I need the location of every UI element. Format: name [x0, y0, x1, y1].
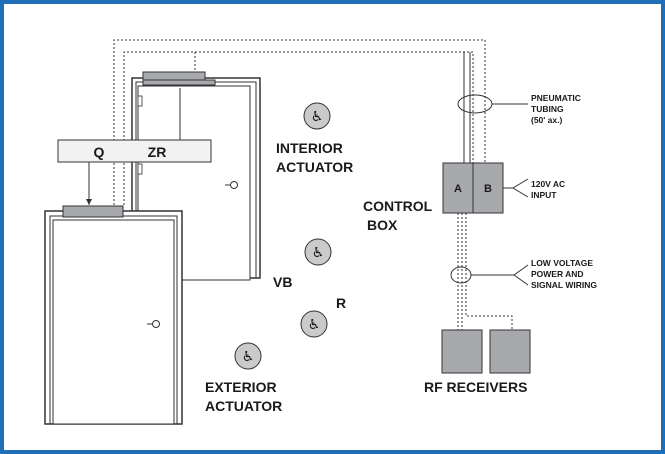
- low-voltage-label: POWER AND: [531, 269, 584, 279]
- interior-actuator-label: ACTUATOR: [276, 159, 353, 175]
- low-voltage-label: LOW VOLTAGE: [531, 258, 593, 268]
- svg-text:♿: ♿: [242, 349, 255, 365]
- exterior-door: [44, 210, 183, 425]
- low-voltage-leader: [513, 264, 529, 286]
- control-box-label: CONTROL: [363, 198, 433, 214]
- transom-header: [57, 139, 212, 163]
- signal-wiring: [113, 39, 486, 205]
- svg-text:♿: ♿: [308, 317, 321, 333]
- vb-label: VB: [273, 274, 292, 290]
- box-b-label: B: [484, 183, 492, 195]
- wheelchair-icon: ♿: [234, 342, 262, 370]
- svg-text:♿: ♿: [311, 109, 324, 125]
- transom-zr-label: ZR: [148, 144, 167, 160]
- pneumatic-label: (50' ax.): [531, 115, 562, 125]
- interior-door-operator: [142, 71, 216, 86]
- power-input-leader: [512, 178, 529, 198]
- wheelchair-icon: ♿: [300, 310, 328, 338]
- box-a-label: A: [454, 183, 462, 195]
- exterior-actuator-label: EXTERIOR: [205, 379, 277, 395]
- key-lock-icon: [225, 181, 238, 189]
- key-lock-icon: [147, 320, 160, 328]
- pneumatic-label: TUBING: [531, 104, 564, 114]
- control-box-label: BOX: [367, 217, 398, 233]
- power-input-label: INPUT: [531, 190, 557, 200]
- pneumatic-tubing-marker: [457, 94, 493, 114]
- power-input-label: 120V AC: [531, 179, 565, 189]
- exterior-door-operator: [62, 205, 124, 218]
- pneumatic-label: PNEUMATIC: [531, 93, 581, 103]
- r-label: R: [336, 295, 346, 311]
- svg-text:♿: ♿: [312, 245, 325, 261]
- control-box: A B: [442, 162, 504, 214]
- wheelchair-icon: ♿: [303, 102, 331, 130]
- rf-receiver: [489, 329, 531, 374]
- rf-receiver: [441, 329, 483, 374]
- pneumatic-tubing: [463, 52, 471, 163]
- low-voltage-label: SIGNAL WIRING: [531, 280, 597, 290]
- rf-receivers-label: RF RECEIVERS: [424, 379, 527, 395]
- wheelchair-icon: ♿: [304, 238, 332, 266]
- transom-q-label: Q: [94, 144, 105, 160]
- interior-actuator-label: INTERIOR: [276, 140, 343, 156]
- low-voltage-marker: [450, 266, 472, 284]
- low-voltage-wiring: [457, 213, 513, 330]
- exterior-actuator-label: ACTUATOR: [205, 398, 282, 414]
